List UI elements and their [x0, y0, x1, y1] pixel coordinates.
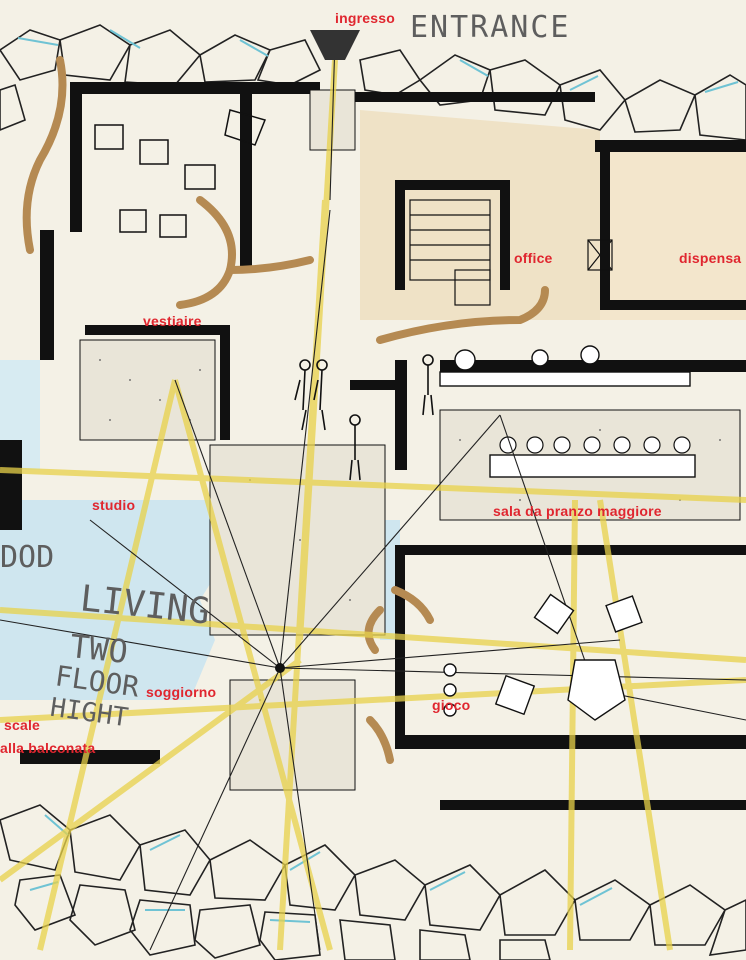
blue-area-living	[0, 500, 225, 700]
label-studio: studio	[92, 497, 136, 513]
brown-area-dispensa	[600, 150, 746, 320]
stone-wall-bottom	[0, 804, 746, 960]
label-dispensa: dispensa	[679, 250, 742, 266]
sightline-rays	[0, 39, 746, 951]
entrance-marker	[310, 30, 360, 60]
wc-fixtures	[94, 109, 267, 238]
label-sala-da-pranzo: sala da pranzo maggiore	[493, 503, 662, 519]
label-gioco: gioco	[432, 697, 471, 713]
handwritten-corner: DOD	[0, 540, 55, 575]
viewpoint-marker	[275, 663, 285, 673]
people-figures	[294, 354, 434, 481]
handwritten-entrance: ENTRANCE	[410, 10, 571, 45]
stone-wall-top-blue	[17, 29, 739, 93]
wood-curves	[22, 56, 549, 764]
label-vestiaire: vestiaire	[143, 313, 202, 329]
label-soggiorno: soggiorno	[146, 684, 217, 700]
office-stairs	[409, 199, 613, 306]
label-office: office	[514, 250, 553, 266]
label-ingresso: ingresso	[335, 10, 395, 26]
game-table	[443, 593, 643, 721]
kitchen-counter	[439, 345, 691, 387]
label-scale: scale	[4, 717, 41, 733]
label-alla-balconata: alla balconata	[0, 740, 96, 756]
